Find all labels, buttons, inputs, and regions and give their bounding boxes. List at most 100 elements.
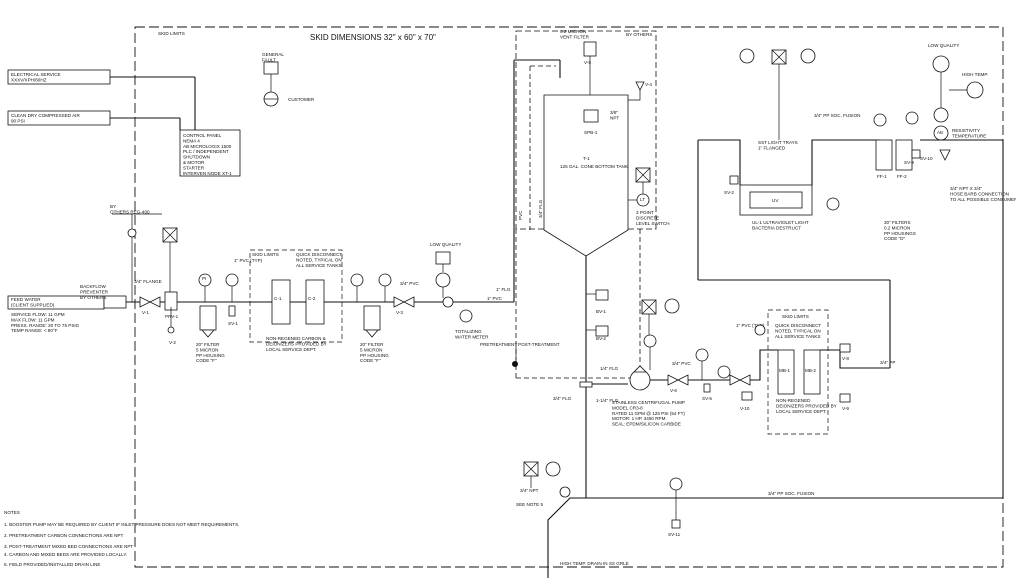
note-5: 5. FIELD PROVIDED/INSTALLED DRAIN LINE [4,562,100,567]
final-filter-ff2 [895,139,913,171]
carbon-note: NON-REGENED CARBON &DEIONIZERS PROVIDED … [266,336,327,352]
by-others-label: BY OTHERS [626,32,652,37]
lt-tag: LT [640,197,645,202]
temp-alarm [966,81,984,99]
text-line: LOCAL SERVICE DEPT. [266,347,317,352]
drain-point-icon [512,361,518,367]
mixed-bed-mb1 [777,349,795,395]
v4-tag: V-4 [645,82,652,87]
v9-tag: V-9 [842,406,849,411]
text-line: DEIONIZERS PROVIDED BY [776,403,837,408]
spb-label: SPB-1 [584,130,598,135]
uv-lamp [749,191,803,209]
resistivity-indicator [933,107,949,123]
pvc-34-label-2: 3/4" PVC [672,361,691,366]
pi-gauge-4 [378,273,392,287]
drain-temp-switch [559,486,571,498]
v5-tag: V-5 [584,60,591,65]
sample-valve-1 [228,305,236,317]
v8-tag: V-8 [842,356,849,361]
top-instrument-1 [739,48,755,64]
text-line: 1" FLANGED [758,145,786,150]
pi-1-tag: PI [202,276,206,281]
ff1-tag: FF-1 [877,174,887,179]
text-line: ALL SERVICE TANKS [775,334,821,339]
tank-tag: T-1 [583,156,590,161]
text-line: MODEL CR3-8 [612,405,643,410]
text-line: 5 MICRON [360,347,382,352]
text-line: LEVEL SWITCH [636,221,670,226]
text-line: 5 MICRON [196,347,218,352]
ce-sensor [442,296,454,308]
text-line: NOTED, TYPICAL ON [775,328,821,333]
sample-valve-7 [741,391,753,401]
text-line: PLC / INDEPENDENT [183,149,229,154]
text-line: DEIONIZERS PROVIDED BY [266,341,327,346]
control-panel [179,129,241,177]
pvc-34-label: 3/4" PVC [400,281,419,286]
v10-tag: V-10 [740,406,750,411]
pp-fusion-top-label: 3/4" PP SOC. FUSION [814,113,860,118]
electrical-service-text: ELECTRICAL SERVICE XXXV/XPH/60HZ [11,72,62,82]
skid-limits-right: SKID LIMITS [782,314,809,319]
text-line: WATER METER [455,334,489,339]
pi-gauge-9 [669,477,683,491]
bv1-tag: BV-1 [596,309,606,314]
pi-gauge-6 [754,324,766,336]
text-line: RATED 11 GPM @ 125 PSI (54 FT) [612,411,685,416]
v2-valve-icon [167,326,175,334]
text-line: FAULT [262,57,276,62]
text-line: SHUTDOWN [183,155,210,160]
npt-34-label: 3/4" NPT [520,488,539,493]
pp-34-right: 3/4" PP [880,360,895,365]
text-line: SEAL: EPDM/SILICON CARBIDE [612,422,681,427]
text-line: INTERVEN NODE XT-1 [183,171,232,176]
text-line: HOSE BARB CONNECTION [950,191,1009,196]
text-line: PRESS. RANGE: 30 TO 75 PSIG [11,323,80,328]
general-fault-box [263,61,279,75]
pp-fusion-bottom-label: 3/4" PP SOC. FUSION [768,491,814,496]
sv10-tag: SV-10 [920,156,933,161]
text-line: AB MICROLOGIX 1500 [183,144,232,149]
floor-drain-alarm [545,461,561,477]
water-meter [459,309,473,323]
c2-tag: C-2 [308,296,316,301]
top-instrument-2 [800,48,816,64]
flg-34-label: 3/4" FLG [553,396,572,401]
check-valve-v9 [839,393,851,403]
mb1-tag: MB-1 [779,368,790,373]
uv-sample-valve [729,175,739,185]
note-1: 1. BOOSTER PUMP MAY BE REQUIRED BY CLIEN… [4,522,239,527]
note-3: 3. POST-TREATMENT MIXED BED CONNECTIONS … [4,544,133,549]
customer-label: CUSTOMER [288,97,315,102]
flg-1-label: 1" FLG [496,287,511,292]
flg-114-label: 1-1/4" FLG [596,398,619,403]
high-temp-label: HIGH TEMP. [962,72,988,77]
uv-tag: UV [772,198,779,203]
v6-tag: V-6 [670,388,677,393]
valve-v3-icon [393,296,405,308]
outlet-valve-icon [939,149,951,161]
sv2-tag: SV-2 [724,190,734,195]
flange-label: 3/4" FLANGE [134,279,162,284]
mixed-bed-service-area [767,309,829,435]
text-line: STARTER [183,165,205,170]
sample-valve-5 [703,383,711,393]
valve-v3b-icon [403,296,415,308]
v1-tag: V-1 [142,310,149,315]
valve-v4-icon [635,81,645,91]
filter-1-base [201,329,215,338]
drain-valve-box-2 [595,325,609,337]
text-line: 90 PSI [11,118,25,123]
post-treatment-label: POST-TREATMENT [518,342,560,347]
text-line: LOCAL SERVICE DEPT. [776,409,827,414]
skid-title: SKID DIMENSIONS 32" x 60" x 70" [310,33,436,42]
text-line: NOTED, TYPICAL ON [296,257,342,262]
vent-filter-box [583,41,597,57]
c1-tag: C-1 [274,296,282,301]
carbon-service-area [249,249,343,343]
valve-v7b-icon [739,374,751,386]
